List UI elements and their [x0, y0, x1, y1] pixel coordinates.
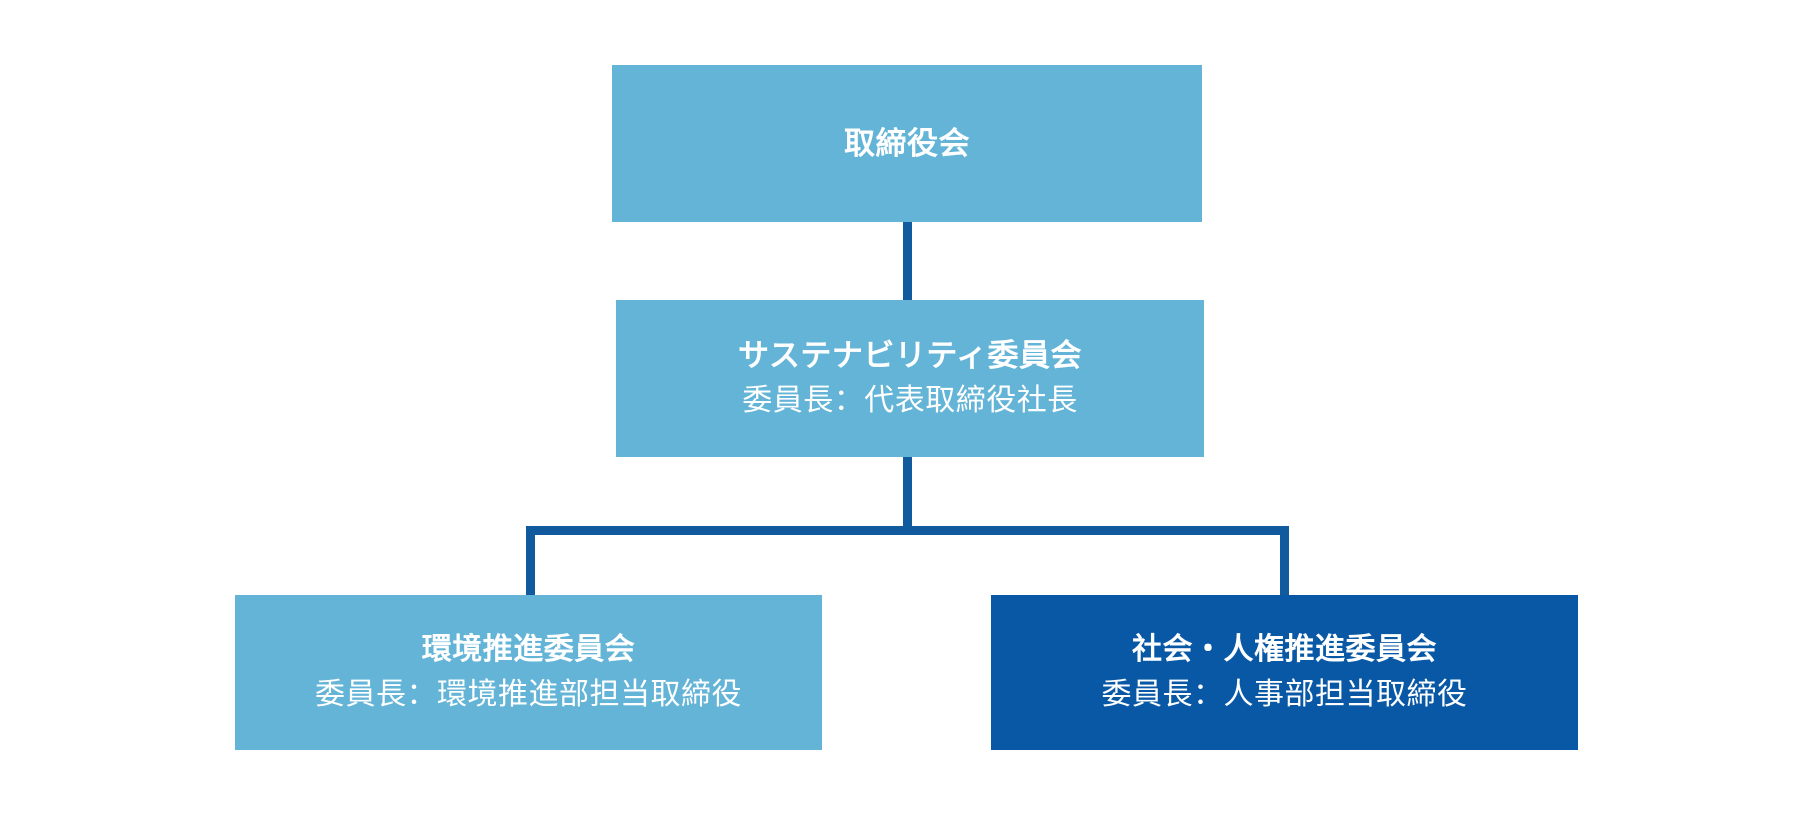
- node-board-title: 取締役会: [844, 125, 970, 161]
- node-board-of-directors[interactable]: 取締役会: [612, 65, 1202, 222]
- connector-horizontal-bus: [526, 526, 1289, 535]
- node-social-chair: 委員長：人事部担当取締役: [1101, 677, 1468, 711]
- node-sustainability-title: サステナビリティ委員会: [737, 338, 1083, 374]
- node-social-human-rights-committee[interactable]: 社会・人権推進委員会 委員長：人事部担当取締役: [991, 595, 1578, 750]
- node-sustainability-chair: 委員長：代表取締役社長: [742, 384, 1078, 418]
- node-environment-committee[interactable]: 環境推進委員会 委員長：環境推進部担当取締役: [235, 595, 822, 750]
- node-sustainability-committee[interactable]: サステナビリティ委員会 委員長：代表取締役社長: [616, 300, 1204, 457]
- node-environment-chair: 委員長：環境推進部担当取締役: [315, 677, 742, 711]
- connector-to-social: [1280, 526, 1289, 598]
- connector-board-to-sustainability: [903, 222, 912, 302]
- node-environment-title: 環境推進委員会: [421, 633, 636, 667]
- node-social-title: 社会・人権推進委員会: [1132, 633, 1437, 667]
- connector-sustainability-stem: [903, 455, 912, 534]
- connector-to-environment: [526, 526, 535, 598]
